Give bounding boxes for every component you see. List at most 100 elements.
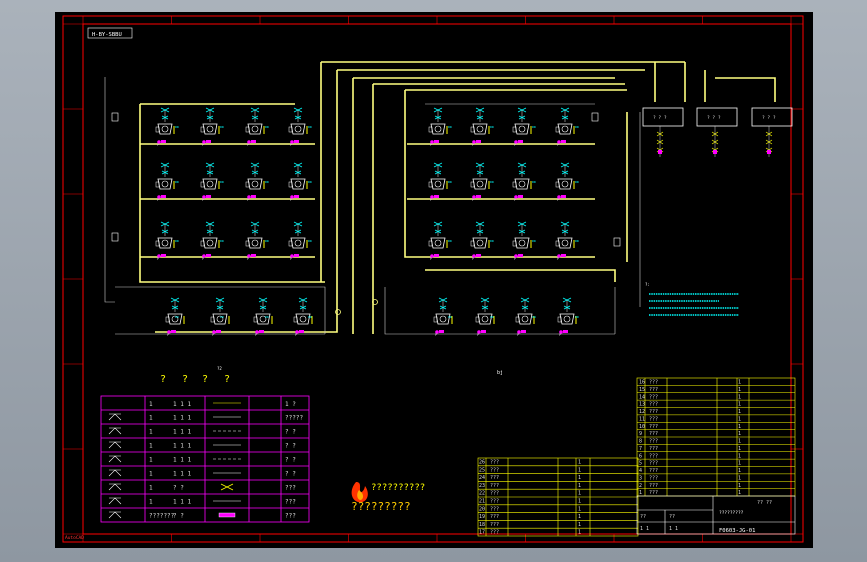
pipe-network bbox=[139, 61, 776, 334]
heat-exchangers bbox=[642, 107, 793, 127]
legend-cell: ????? bbox=[285, 415, 303, 422]
svg-text:DN: DN bbox=[490, 315, 494, 319]
svg-text:1: 1 bbox=[578, 483, 581, 489]
equipment-unit: P bbox=[475, 297, 495, 337]
svg-text:P: P bbox=[477, 333, 479, 337]
pipe-node bbox=[372, 299, 378, 305]
svg-text:P: P bbox=[157, 198, 159, 202]
svg-text:2: 2 bbox=[639, 483, 642, 489]
svg-text:1: 1 bbox=[578, 460, 581, 466]
equipment-unit: P bbox=[555, 221, 575, 261]
center-note: bj bbox=[497, 370, 503, 376]
svg-text:???: ??? bbox=[649, 416, 658, 422]
svg-text:???: ??? bbox=[490, 522, 499, 528]
svg-text:13: 13 bbox=[639, 402, 645, 408]
side-valve bbox=[111, 112, 119, 122]
equipment-unit: P bbox=[245, 162, 265, 202]
svg-text:1: 1 bbox=[738, 453, 741, 459]
legend-cell: 1 bbox=[149, 499, 153, 506]
svg-text:???: ??? bbox=[490, 475, 499, 481]
svg-text:DN: DN bbox=[265, 239, 269, 243]
svg-text:11: 11 bbox=[639, 416, 645, 422]
legend-cell: ? ? bbox=[285, 429, 296, 436]
equipment-unit: P bbox=[245, 107, 265, 147]
svg-text:???: ??? bbox=[649, 387, 658, 393]
equipment-unit: P bbox=[428, 221, 448, 261]
svg-text:P: P bbox=[157, 143, 159, 147]
legend-cell: 1 1 1 bbox=[173, 499, 191, 506]
svg-text:DN: DN bbox=[448, 315, 452, 319]
legend-cell: 1 bbox=[149, 443, 153, 450]
equipment-unit: P bbox=[512, 221, 532, 261]
equipment-unit: P bbox=[428, 107, 448, 147]
svg-text:P: P bbox=[472, 143, 474, 147]
svg-text:?2: ?2 bbox=[217, 366, 222, 371]
svg-text:1: 1 bbox=[578, 499, 581, 505]
svg-text:???: ??? bbox=[490, 530, 499, 536]
equipment-unit: P bbox=[155, 107, 175, 147]
svg-text:???: ??? bbox=[490, 514, 499, 520]
equipment-unit: P bbox=[433, 297, 453, 337]
svg-text:1 1 1: 1 1 1 bbox=[173, 401, 191, 408]
equipment-unit: P bbox=[512, 107, 532, 147]
side-valve bbox=[591, 112, 599, 122]
svg-text:5: 5 bbox=[639, 461, 642, 467]
svg-text:???: ??? bbox=[490, 483, 499, 489]
equipment-unit: P bbox=[288, 162, 308, 202]
svg-text:???: ??? bbox=[490, 467, 499, 473]
svg-text:1: 1 bbox=[738, 483, 741, 489]
equipment-unit: P bbox=[253, 297, 273, 337]
svg-text:P: P bbox=[247, 143, 249, 147]
svg-text:1: 1 bbox=[738, 387, 741, 393]
svg-text:??: ?? bbox=[640, 514, 646, 520]
svg-text:P: P bbox=[157, 257, 159, 261]
svg-text:DN: DN bbox=[265, 125, 269, 129]
svg-text:???: ??? bbox=[649, 453, 658, 459]
svg-text:10: 10 bbox=[639, 424, 645, 430]
equipment-unit: P bbox=[200, 107, 220, 147]
svg-text:8: 8 bbox=[639, 439, 642, 445]
drawing-title: ????????? bbox=[719, 510, 744, 516]
svg-text:P: P bbox=[212, 333, 214, 337]
svg-text:1: 1 bbox=[738, 475, 741, 481]
svg-text:? ? ?: ? ? ? bbox=[762, 115, 776, 121]
piping-diagram[interactable]: H-BY-SBBU AutoCAD bbox=[55, 12, 813, 548]
svg-text:20: 20 bbox=[479, 506, 485, 512]
svg-text:???: ??? bbox=[649, 490, 658, 496]
svg-text:???: ??? bbox=[649, 483, 658, 489]
svg-text:P: P bbox=[247, 257, 249, 261]
drawing-tag: H-BY-SBBU bbox=[92, 32, 122, 38]
svg-text:P: P bbox=[557, 257, 559, 261]
svg-text:P: P bbox=[557, 143, 559, 147]
legend-cell: ??? bbox=[285, 485, 296, 492]
cad-viewport[interactable]: H-BY-SBBU AutoCAD bbox=[55, 12, 813, 548]
svg-text:21: 21 bbox=[479, 499, 485, 505]
svg-text:DN: DN bbox=[175, 180, 179, 184]
side-valve bbox=[111, 232, 119, 242]
svg-text:DN: DN bbox=[532, 180, 536, 184]
svg-text:DN: DN bbox=[575, 125, 579, 129]
svg-text:24: 24 bbox=[479, 475, 485, 481]
svg-text:DN: DN bbox=[448, 180, 452, 184]
svg-text:1: 1 bbox=[578, 514, 581, 520]
svg-text:?? ??: ?? ?? bbox=[757, 500, 772, 506]
svg-text:1: 1 bbox=[738, 380, 741, 386]
svg-text:1: 1 bbox=[738, 446, 741, 452]
svg-text:22: 22 bbox=[479, 491, 485, 497]
svg-text:P: P bbox=[167, 333, 169, 337]
svg-text:1: 1 bbox=[738, 431, 741, 437]
svg-text:1: 1 bbox=[738, 468, 741, 474]
legend-cell: 1 bbox=[149, 485, 153, 492]
svg-text:P: P bbox=[514, 198, 516, 202]
svg-text:?: ? bbox=[182, 374, 188, 385]
equipment-unit: P bbox=[557, 297, 577, 337]
equipment-unit: P bbox=[210, 297, 230, 337]
legend-cell: ? ? bbox=[285, 471, 296, 478]
svg-text:DN: DN bbox=[220, 180, 224, 184]
svg-text:12: 12 bbox=[639, 409, 645, 415]
svg-text:DN: DN bbox=[575, 315, 579, 319]
svg-text:DN: DN bbox=[532, 315, 536, 319]
svg-text:P: P bbox=[202, 198, 204, 202]
equipment-unit: P bbox=[200, 221, 220, 261]
